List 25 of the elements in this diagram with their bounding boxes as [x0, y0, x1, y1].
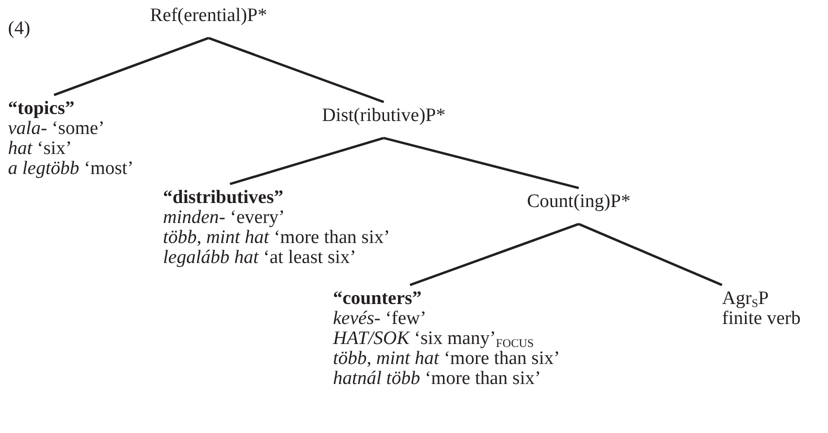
- tree-branch: [578, 222, 722, 286]
- example-line: hat ‘six’: [8, 139, 72, 159]
- node-label: Dist(ributive)P*: [322, 106, 446, 126]
- category-heading: “counters”: [333, 289, 422, 309]
- tree-branch: [54, 36, 209, 96]
- tree-branch: [410, 222, 580, 286]
- node-label: Ref(erential)P*: [150, 6, 268, 26]
- example-number: (4): [8, 18, 30, 40]
- example-line: kevés- ‘few’: [333, 309, 426, 329]
- example-line: legalább hat ‘at least six’: [163, 248, 356, 268]
- tree-branch: [383, 136, 580, 190]
- category-heading: “topics”: [8, 99, 74, 119]
- example-line: minden- ‘every’: [163, 208, 285, 228]
- tree-branch: [208, 36, 384, 104]
- node-label: Agr$_{S}$P: [722, 289, 769, 309]
- example-line: finite verb: [722, 309, 801, 329]
- example-line: több, mint hat ‘more than six’: [163, 228, 390, 248]
- node-label: Count(ing)P*: [527, 192, 630, 212]
- example-line: hatnál több ‘more than six’: [333, 369, 541, 389]
- example-line: a legtöbb ‘most’: [8, 159, 134, 179]
- example-line: vala- ‘some’: [8, 119, 105, 139]
- example-line: több, mint hat ‘more than six’: [333, 349, 560, 369]
- category-heading: “distributives”: [163, 188, 284, 208]
- example-line: HAT/SOK ‘six many’$_{FOCUS}$: [333, 329, 534, 349]
- tree-branch: [230, 136, 384, 186]
